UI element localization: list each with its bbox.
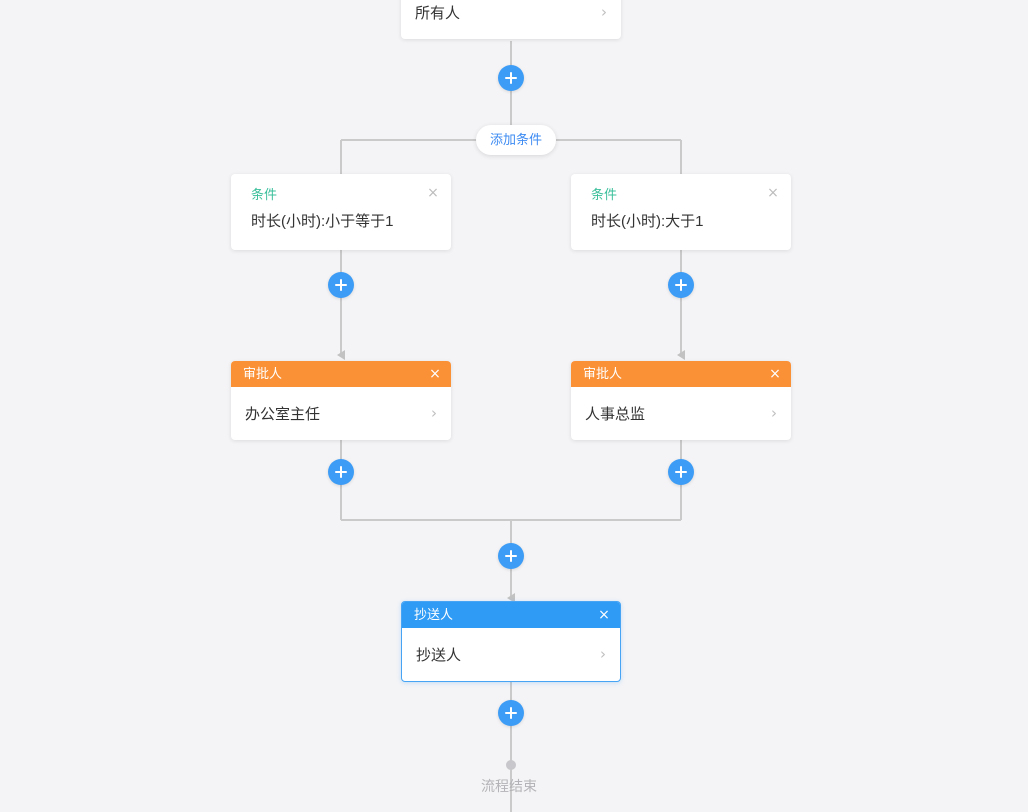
approver-body[interactable]: 人事总监 › — [571, 387, 791, 440]
chevron-right-icon: › — [771, 404, 777, 422]
close-icon[interactable]: × — [427, 185, 439, 201]
cc-body[interactable]: 抄送人 › — [402, 628, 620, 681]
add-node-button-after-left-approver[interactable] — [328, 459, 354, 485]
approver-header-label: 审批人 — [583, 366, 623, 381]
approver-header-label: 审批人 — [243, 366, 283, 381]
condition-label: 条件 — [251, 187, 278, 202]
cc-header: 抄送人 × — [402, 602, 620, 628]
condition-label: 条件 — [591, 187, 618, 202]
approver-header: 审批人 × — [571, 361, 791, 387]
chevron-right-icon: › — [600, 645, 606, 663]
add-condition-button[interactable]: 添加条件 — [476, 125, 557, 155]
add-node-button-after-initiator[interactable] — [498, 65, 524, 91]
add-node-button-after-right-approver[interactable] — [668, 459, 694, 485]
condition-value: 时长(小时):小于等于1 — [251, 213, 394, 230]
node-condition-right[interactable]: 条件 时长(小时):大于1 × — [571, 174, 791, 250]
chevron-right-icon: › — [431, 404, 437, 422]
initiator-value: 所有人 — [415, 5, 461, 22]
condition-value: 时长(小时):大于1 — [591, 213, 704, 230]
node-approver-right[interactable]: 审批人 × 人事总监 › — [571, 361, 791, 440]
approver-body[interactable]: 办公室主任 › — [231, 387, 451, 440]
add-node-button-left-branch[interactable] — [328, 272, 354, 298]
approver-value: 人事总监 — [585, 406, 646, 423]
close-icon[interactable]: × — [429, 366, 441, 382]
cc-header-label: 抄送人 — [414, 607, 454, 622]
approver-value: 办公室主任 — [245, 406, 321, 423]
cc-value: 抄送人 — [416, 647, 462, 664]
chevron-right-icon: › — [601, 3, 607, 21]
close-icon[interactable]: × — [767, 185, 779, 201]
add-node-button-after-cc[interactable] — [498, 700, 524, 726]
approver-header: 审批人 × — [231, 361, 451, 387]
flow-end-dot — [506, 760, 516, 770]
initiator-body[interactable]: 所有人 › — [401, 0, 621, 39]
node-initiator[interactable]: 所有人 › — [401, 0, 621, 39]
node-condition-left[interactable]: 条件 时长(小时):小于等于1 × — [231, 174, 451, 250]
node-cc[interactable]: 抄送人 × 抄送人 › — [401, 601, 621, 682]
flow-end-label: 流程结束 — [481, 778, 537, 794]
add-condition-label: 添加条件 — [490, 132, 543, 147]
node-approver-left[interactable]: 审批人 × 办公室主任 › — [231, 361, 451, 440]
close-icon[interactable]: × — [598, 607, 610, 623]
add-node-button-right-branch[interactable] — [668, 272, 694, 298]
close-icon[interactable]: × — [769, 366, 781, 382]
add-node-button-after-merge[interactable] — [498, 543, 524, 569]
